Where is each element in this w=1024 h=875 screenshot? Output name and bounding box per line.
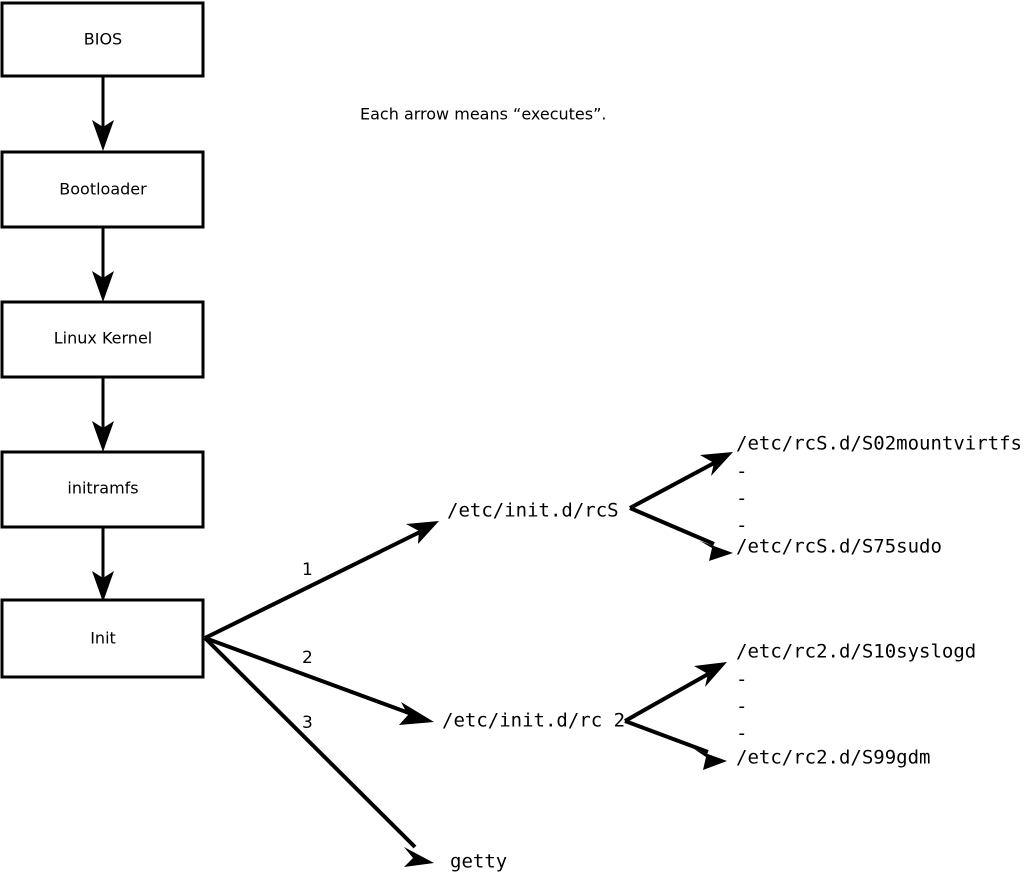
node-bios[interactable]: BIOS	[0, 1, 205, 78]
rcs-target-label: /etc/init.d/rcS	[447, 500, 619, 522]
branch-number-1: 1	[302, 560, 313, 580]
arrowhead-rc2-first	[694, 662, 727, 687]
edge-initramfs-to-init	[92, 527, 114, 602]
node-linux-kernel[interactable]: Linux Kernel	[0, 300, 205, 379]
edge-line-rc2-first	[624, 671, 711, 723]
rcs-script-last-label: /etc/rcS.d/S75sudo	[736, 536, 942, 558]
initramfs-label: initramfs	[67, 479, 138, 498]
rc2-ellipsis-dash-3: -	[736, 723, 747, 745]
bios-box[interactable]	[0, 1, 205, 78]
arrowhead-rcs-last	[700, 541, 733, 561]
edge-kernel-to-initramfs	[92, 377, 114, 452]
rc2-target-label: /etc/init.d/rc 2	[442, 710, 625, 732]
node-init[interactable]: Init	[0, 598, 205, 679]
bios-label: BIOS	[84, 30, 122, 49]
getty-target-label: getty	[450, 851, 507, 873]
edge-line-rcs-first	[629, 460, 717, 510]
edge-bootloader-to-kernel	[92, 227, 114, 302]
arrowhead-init-rcs	[406, 521, 439, 544]
init-label: Init	[90, 629, 116, 648]
node-initramfs[interactable]: initramfs	[0, 450, 205, 529]
edge-bios-to-bootloader	[92, 76, 114, 151]
branch-number-3: 3	[302, 713, 313, 733]
arrowhead-kernel-initramfs	[92, 421, 114, 452]
rc2-script-first-label: /etc/rc2.d/S10syslogd	[736, 641, 976, 663]
edge-line-init-rc2	[204, 636, 410, 715]
rc2-ellipsis-dash-1: -	[736, 669, 747, 691]
edge-rc2-to-last-script	[624, 719, 727, 770]
branch-number-2: 2	[302, 648, 313, 668]
edge-line-rcs-last	[629, 506, 715, 546]
edge-line-init-rcs	[204, 528, 425, 640]
arrowhead-init-getty	[404, 847, 434, 867]
edge-init-to-rc2: 2	[204, 636, 434, 725]
arrowhead-initramfs-init	[92, 571, 114, 602]
rcs-ellipsis-dash-3: -	[736, 515, 747, 537]
edge-init-to-rcs: 1	[204, 521, 439, 640]
edge-rcs-to-last-script	[629, 506, 733, 561]
linux-kernel-label: Linux Kernel	[54, 329, 152, 348]
edge-init-to-getty: 3	[203, 636, 434, 867]
bootloader-box[interactable]	[0, 150, 205, 229]
arrowhead-bootloader-kernel	[92, 271, 114, 302]
rc2-script-last-label: /etc/rc2.d/S99gdm	[736, 747, 930, 769]
arrowhead-init-rc2	[399, 702, 434, 725]
rcs-ellipsis-dash-2: -	[736, 488, 747, 510]
arrowhead-rcs-first	[700, 452, 733, 476]
linux-kernel-box[interactable]	[0, 300, 205, 379]
edge-line-rc2-last	[624, 719, 709, 754]
bootloader-label: Bootloader	[59, 180, 147, 199]
init-box[interactable]	[0, 598, 205, 679]
arrowhead-rc2-last	[694, 749, 727, 770]
edge-rcs-to-first-script	[629, 452, 733, 510]
rcs-script-first-label: /etc/rcS.d/S02mountvirtfs	[736, 433, 1022, 455]
edge-line-init-getty	[203, 636, 417, 849]
arrowhead-bios-bootloader	[92, 120, 114, 151]
rc2-ellipsis-dash-2: -	[736, 696, 747, 718]
rcs-ellipsis-dash-1: -	[736, 461, 747, 483]
node-bootloader[interactable]: Bootloader	[0, 150, 205, 229]
diagram-caption: Each arrow means “executes”.	[360, 105, 606, 124]
edge-rc2-to-first-script	[624, 662, 727, 723]
